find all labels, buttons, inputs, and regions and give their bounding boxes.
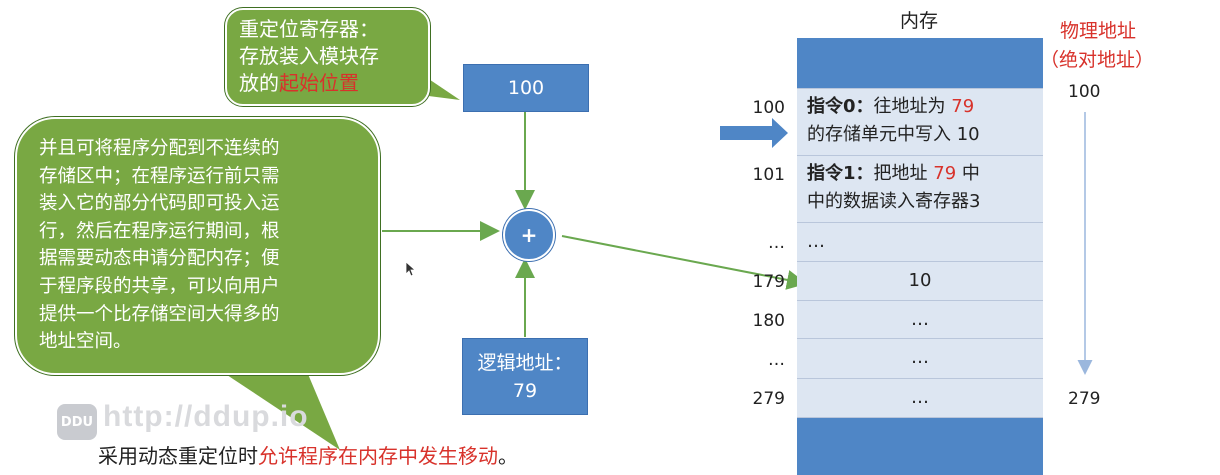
memory-row-179: 10 — [797, 261, 1043, 300]
bubble-line: 并且可将程序分配到不连续的 — [39, 138, 280, 159]
dynamic-bubble-tail — [215, 367, 340, 450]
memory-row-line: 指令0：往地址为 79 — [807, 93, 1043, 121]
relocation-bubble-text: 放的 — [239, 71, 279, 95]
memory-row-text: … — [911, 387, 929, 408]
relocation-bubble-line: 放的起始位置 — [239, 70, 428, 97]
instruction-address: 79 — [951, 96, 975, 117]
absolute-address-label: （绝对地址） — [1040, 49, 1155, 71]
memory-row-101: 指令1：把地址 79 中 中的数据读入寄存器3 — [797, 155, 1043, 222]
watermark-badge: DDU — [57, 404, 97, 440]
physical-address-end: 279 — [1068, 389, 1101, 409]
instruction-address: 79 — [933, 163, 957, 184]
memory-address: … — [768, 350, 785, 370]
relocation-register-value: 100 — [507, 77, 545, 99]
current-instruction-arrow — [720, 118, 788, 148]
watermark-url: http://ddup.io — [103, 400, 309, 433]
relocation-register: 100 — [463, 64, 589, 112]
memory-row-100: 指令0：往地址为 79 的存储单元中写入 10 — [797, 88, 1043, 155]
memory-row-text: … — [807, 231, 825, 252]
logical-address-box: 逻辑地址： 79 — [462, 338, 588, 415]
bubble-line: 地址空间。 — [39, 331, 132, 353]
relocation-bubble-line: 重定位寄存器： — [239, 17, 379, 41]
logical-address-label: 逻辑地址： — [477, 351, 573, 374]
relocation-bubble: 重定位寄存器： 存放装入模块存 放的起始位置 — [225, 8, 430, 106]
bubble-line: 存储区中；在程序运行前只需 — [39, 165, 280, 187]
memory-row-180: … — [797, 300, 1043, 338]
physical-address-start: 100 — [1068, 82, 1101, 102]
bubble-line: 装入它的部分代码即可投入运 — [39, 193, 280, 215]
memory-row-gap: … — [797, 222, 1043, 261]
memory-row-gap: … — [797, 338, 1043, 378]
memory-row-279: … — [797, 378, 1043, 418]
memory-address: 180 — [752, 311, 785, 331]
instruction-label: 指令0： — [807, 96, 874, 117]
bubble-line: 据需要动态申请分配内存；便 — [39, 248, 280, 270]
bubble-line: 于程序段的共享，可以向用户 — [39, 275, 280, 297]
relocation-bubble-highlight: 起始位置 — [279, 71, 359, 95]
caption-highlight: 允许程序在内存中发生移动 — [258, 444, 498, 468]
memory-address: 100 — [752, 98, 785, 118]
memory-address: 279 — [752, 389, 785, 409]
instruction-text: 把地址 — [873, 163, 934, 184]
mouse-cursor-icon — [405, 261, 417, 277]
memory-row-line: 指令1：把地址 79 中 — [807, 160, 1043, 188]
plus-icon: + — [520, 223, 538, 247]
dynamic-allocation-bubble: 并且可将程序分配到不连续的 存储区中；在程序运行前只需 装入它的部分代码即可投入… — [15, 117, 380, 375]
memory-row-text: 10 — [908, 270, 932, 291]
instruction-label: 指令1： — [807, 163, 874, 184]
caption: 采用动态重定位时允许程序在内存中发生移动。 — [98, 440, 518, 469]
relocation-bubble-line: 存放装入模块存 — [239, 44, 379, 68]
memory-row-text: … — [911, 309, 929, 330]
physical-address-label: 物理地址 — [1060, 20, 1137, 42]
watermark-badge-text: DDU — [60, 414, 94, 430]
adder-circle: + — [503, 209, 555, 261]
memory-address: 179 — [752, 272, 785, 292]
memory-row-line: 的存储单元中写入 10 — [807, 124, 980, 145]
bubble-line: 提供一个比存储空间大得多的 — [39, 303, 280, 325]
instruction-text: 中 — [956, 163, 980, 184]
caption-text: 采用动态重定位时 — [98, 444, 258, 468]
instruction-text: 往地址为 — [873, 96, 952, 117]
memory-address: … — [768, 233, 785, 253]
logical-address-value: 79 — [512, 379, 538, 402]
memory-address: 101 — [752, 165, 785, 185]
caption-text: 。 — [498, 444, 518, 468]
memory-row-text: … — [911, 347, 929, 368]
adder-to-memory-arrow — [561, 235, 807, 290]
memory-title: 内存 — [900, 10, 939, 32]
memory-row-line: 中的数据读入寄存器3 — [807, 191, 981, 212]
bubble-line: 行，然后在程序运行期间，根 — [39, 220, 280, 242]
